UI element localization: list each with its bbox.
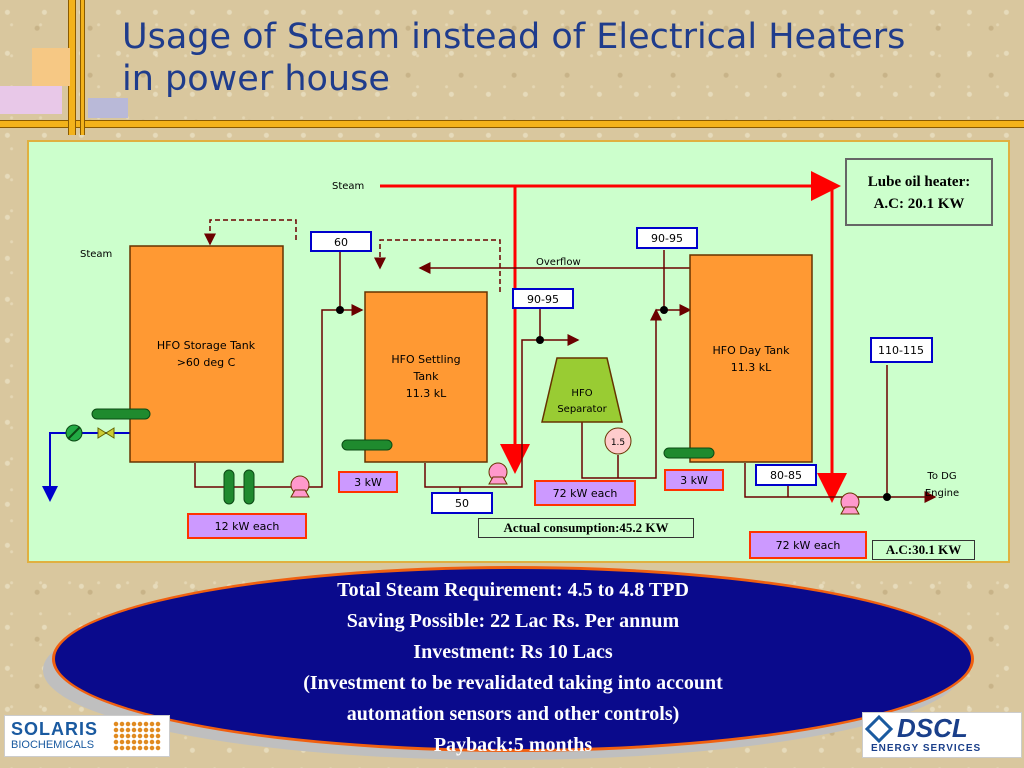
summary-line: Total Steam Requirement: 4.5 to 4.8 TPD [337, 579, 689, 601]
solaris-logo-line-2: BIOCHEMICALS [11, 739, 95, 751]
settling-tank-label-2: Tank [413, 370, 440, 383]
temp-box-60 [310, 231, 372, 252]
kw-box-3-b [664, 469, 724, 491]
hfo-settling-tank [364, 291, 488, 463]
ac-30-box: A.C:30.1 KW [872, 540, 975, 560]
decorative-square [32, 48, 70, 86]
separator-label-2: Separator [557, 404, 607, 415]
storage-tank-label-2: >60 deg C [177, 356, 236, 369]
kw-box-72-a [534, 480, 636, 506]
separator-gauge-value: 1.5 [611, 438, 625, 448]
kw-box-3-a [338, 471, 398, 493]
junction-dots [336, 306, 891, 501]
dscl-logo-line-1: DSCL [897, 713, 968, 743]
settling-tank-label-3: 11.3 kL [406, 387, 447, 400]
dscl-logo: DSCL ENERGY SERVICES [862, 712, 1022, 758]
frame-left-bar-2 [80, 0, 85, 135]
solaris-logo: SOLARIS BIOCHEMICALS [4, 715, 170, 757]
summary-text: Total Steam Requirement: 4.5 to 4.8 TPD … [55, 575, 971, 761]
separator-gauge [604, 427, 632, 455]
solaris-logo-dots [113, 721, 161, 751]
pump-icon [290, 475, 310, 498]
lube-oil-heater-box: Lube oil heater: A.C: 20.1 KW [845, 158, 993, 226]
kw-72-b: 72 kW each [776, 539, 841, 552]
temp-80-85: 80-85 [770, 469, 802, 482]
solaris-logo-line-1: SOLARIS [11, 719, 99, 739]
to-dg-label-2: Engine [925, 488, 959, 499]
temp-box-80-85 [755, 464, 817, 486]
title-line-2: in power house [122, 59, 390, 99]
summary-ellipse: Total Steam Requirement: 4.5 to 4.8 TPD … [52, 566, 974, 756]
temp-90-95-b: 90-95 [527, 293, 559, 306]
temp-box-90-95-a [636, 227, 698, 249]
temp-50: 50 [455, 497, 469, 510]
day-tank-label-2: 11.3 kL [731, 361, 772, 374]
temp-box-50 [431, 492, 493, 514]
kw-72-a: 72 kW each [553, 487, 618, 500]
heater-elements [91, 408, 715, 505]
summary-line: Saving Possible: 22 Lac Rs. Per annum [346, 610, 680, 632]
settling-tank-label-1: HFO Settling [391, 353, 460, 366]
actual-consumption-box: Actual consumption:45.2 KW [478, 518, 694, 538]
kw-3-b: 3 kW [680, 474, 708, 487]
separator-label-1: HFO [571, 388, 592, 399]
summary-line: (Investment to be revalidated taking int… [303, 672, 723, 694]
to-dg-label-1: To DG [926, 471, 956, 482]
kw-3-a: 3 kW [354, 476, 382, 489]
hfo-day-tank [689, 254, 813, 463]
temp-60: 60 [334, 236, 348, 249]
hfo-separator [541, 357, 623, 423]
steam-top-label: Steam [332, 181, 364, 192]
kw-box-12 [187, 513, 307, 539]
day-tank-label-1: HFO Day Tank [713, 344, 791, 357]
process-lines [194, 250, 937, 503]
temp-box-110-115 [870, 337, 933, 363]
hfo-storage-tank [129, 245, 284, 463]
decorative-square [88, 98, 128, 118]
kw-12: 12 kW each [215, 520, 280, 533]
summary-line: automation sensors and other controls) [346, 703, 680, 725]
page-title: Usage of Steam instead of Electrical Hea… [122, 16, 1002, 100]
lube-oil-heater-line-1: Lube oil heater: [867, 174, 971, 190]
kw-box-72-b [749, 531, 867, 559]
pump-icon [488, 462, 508, 485]
drain-line [42, 432, 130, 502]
summary-line: Payback:5 months [433, 734, 593, 756]
summary-line: Investment: Rs 10 Lacs [413, 641, 613, 663]
frame-top-bar [0, 120, 1024, 128]
return-lines [204, 219, 501, 292]
storage-tank-label-1: HFO Storage Tank [157, 339, 256, 352]
temp-box-90-95-b [512, 288, 574, 309]
title-line-1: Usage of Steam instead of Electrical Hea… [122, 17, 906, 57]
dscl-logo-line-2: ENERGY SERVICES [871, 743, 982, 754]
lube-oil-heater-line-2: A.C: 20.1 KW [873, 196, 965, 212]
temp-90-95-a: 90-95 [651, 232, 683, 245]
temp-110-115: 110-115 [878, 344, 924, 357]
overflow-label: Overflow [536, 257, 581, 268]
dscl-logo-mark [864, 714, 894, 744]
check-valve-icon [97, 427, 107, 439]
decorative-square [0, 86, 62, 114]
pump-icon [840, 492, 860, 515]
steam-left-label: Steam [80, 249, 112, 260]
